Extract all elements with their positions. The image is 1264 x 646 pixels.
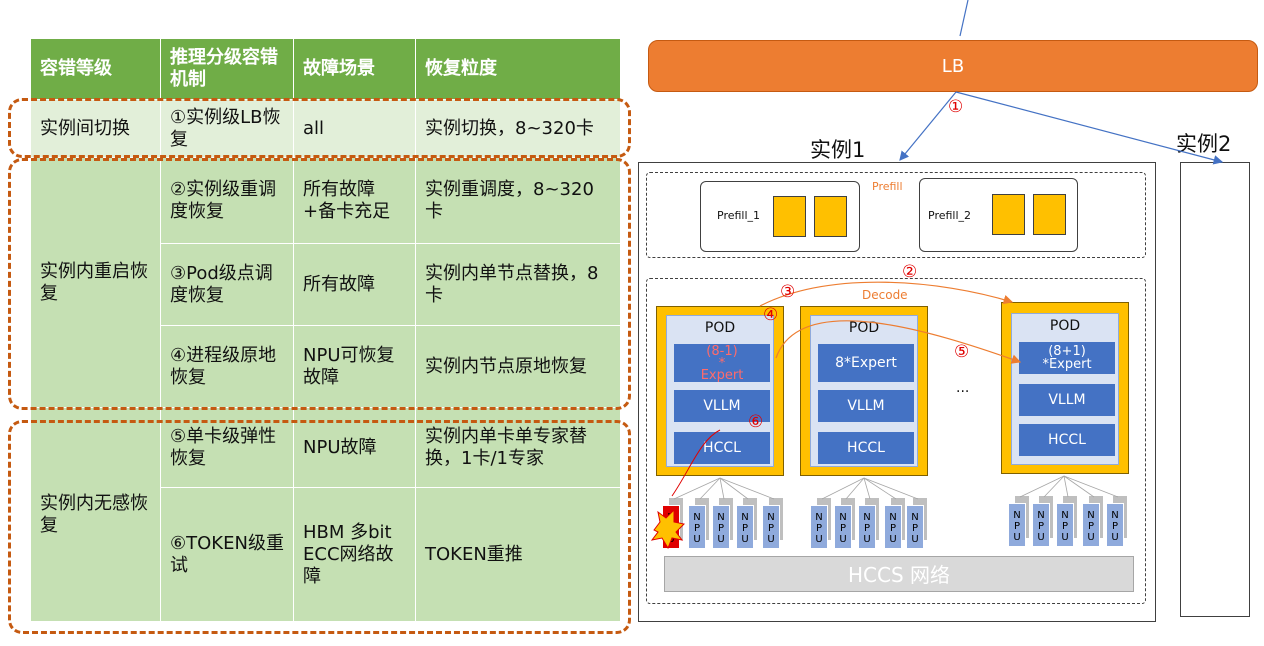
pod-1-hccl-block: HCCL [674,432,770,464]
table-row: 实例间切换 ①实例级LB恢复 all 实例切换，8~320卡 [30,99,621,158]
cell-level: 实例内无感恢复 [30,407,161,622]
fault-tolerance-table: 容错等级 推理分级容错机制 故障场景 恢复粒度 实例间切换 ①实例级LB恢复 a… [30,38,621,622]
pod-2-title: POD [848,320,880,336]
cell-scenario: HBM 多bit ECC网络故障 [293,487,416,622]
pod-3-expert-block: (8+1) *Expert [1019,342,1115,374]
pod-2: POD 8*Expert VLLM HCCL [800,306,928,476]
pod-3: POD (8+1) *Expert VLLM HCCL [1001,302,1129,474]
prefill-1-card [773,196,806,237]
hccs-network: HCCS 网络 [664,556,1134,592]
pod-2-hccl-block: HCCL [818,432,914,464]
instance2-box [1180,162,1250,617]
prefill-2-box: Prefill_2 [919,178,1078,252]
instance2-title: 实例2 [1176,132,1232,156]
cell-mechanism: ②实例级重调度恢复 [160,157,294,244]
lb-input-arrow [959,0,969,37]
header-scenario: 故障场景 [293,38,416,100]
marker-2: ② [902,262,918,282]
prefill-2-card [1033,194,1066,235]
prefill-1-card [814,196,847,237]
table-row: ⑥TOKEN级重试 HBM 多bit ECC网络故障 TOKEN重推 [31,487,621,622]
cell-level: 实例内重启恢复 [30,157,161,408]
pod-3-hccl-block: HCCL [1019,424,1115,456]
pod-1-expert-block: (8-1) * Expert [674,344,770,382]
marker-4: ④ [763,305,779,325]
marker-3: ③ [780,282,796,302]
group-outline-restart [8,158,631,410]
cell-mechanism: ③Pod级点调度恢复 [160,243,294,326]
instance1-title: 实例1 [810,138,866,162]
prefill-group [646,172,1146,258]
prefill-2-card [992,194,1025,235]
pod-2-vllm-block: VLLM [818,390,914,422]
pod-ellipsis: ... [956,380,970,396]
cell-mechanism: ④进程级原地恢复 [160,325,294,408]
header-granularity: 恢复粒度 [415,38,621,100]
cell-granularity: 实例内节点原地恢复 [415,325,621,408]
prefill-1-label: Prefill_1 [717,209,761,222]
prefill-1-box: Prefill_1 [700,181,860,252]
table-row: ③Pod级点调度恢复 所有故障 实例内单节点替换，8卡 [31,243,621,326]
pod-1-vllm-block: VLLM [674,390,770,422]
table-row: ④进程级原地恢复 NPU可恢复故障 实例内节点原地恢复 [31,325,621,408]
pod-2-expert-block: 8*Expert [818,344,914,382]
header-mechanism: 推理分级容错机制 [160,38,294,100]
cell-scenario: all [293,99,416,158]
lb-box: LB [648,40,1258,92]
pod-2-inner: POD 8*Expert VLLM HCCL [810,315,918,467]
pod-1: POD (8-1) * Expert VLLM HCCL [656,306,784,476]
prefill-label: Prefill [872,180,903,193]
table-header-row: 容错等级 推理分级容错机制 故障场景 恢复粒度 [30,38,621,100]
cell-granularity: TOKEN重推 [415,487,621,622]
group-outline-seamless [8,420,631,634]
cell-granularity: 实例内单节点替换，8卡 [415,243,621,326]
marker-5: ⑤ [954,342,970,362]
cell-scenario: NPU可恢复故障 [293,325,416,408]
header-level: 容错等级 [30,38,161,100]
pod-1-expert-text: (8-1) * Expert [700,344,744,383]
decode-group [646,278,1146,604]
pod-1-title: POD [704,320,736,336]
table-row: 实例内重启恢复 ②实例级重调度恢复 所有故障+备卡充足 实例重调度，8~320卡 [30,157,621,408]
decode-label: Decode [862,288,908,302]
marker-6: ⑥ [748,412,764,432]
marker-1: ① [948,97,964,117]
pod-1-inner: POD (8-1) * Expert VLLM HCCL [666,315,774,467]
cell-mechanism: ⑥TOKEN级重试 [160,487,294,622]
prefill-2-label: Prefill_2 [928,209,972,222]
cell-granularity: 实例重调度，8~320卡 [415,157,621,244]
pod-3-title: POD [1049,318,1081,334]
pod-3-inner: POD (8+1) *Expert VLLM HCCL [1011,313,1119,465]
cell-scenario: 所有故障+备卡充足 [293,157,416,244]
group-outline-inter-instance [8,98,631,158]
pod-3-vllm-block: VLLM [1019,384,1115,416]
